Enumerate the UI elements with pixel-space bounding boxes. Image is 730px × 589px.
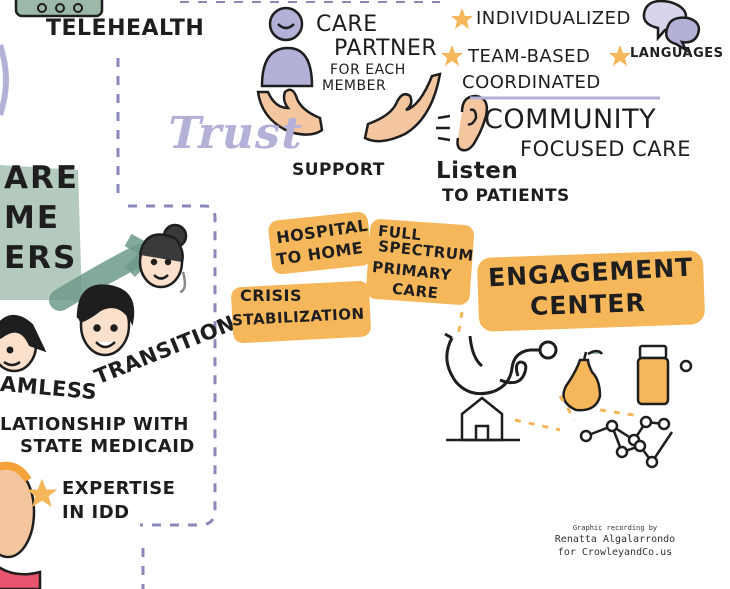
medicine-jar-icon xyxy=(636,344,693,406)
engagement-center-line2: CENTER xyxy=(529,287,647,322)
trust-word: Trust xyxy=(162,108,309,159)
stethoscope-icon xyxy=(444,332,558,396)
care-partner-line4: MEMBER xyxy=(322,78,387,94)
orange-dash-connectors xyxy=(456,311,641,432)
star-icon-team-based xyxy=(441,45,463,66)
coordinated-label: COORDINATED xyxy=(462,72,601,93)
care-partner-line1: CARE xyxy=(316,12,378,37)
star-icon-languages xyxy=(609,45,631,66)
expertise-label-line2: IN IDD xyxy=(62,502,130,523)
lavender-arc-fragment xyxy=(0,44,9,116)
relationship-label-line1: LATIONSHIP WITH xyxy=(0,414,189,435)
telehealth-device-icon xyxy=(14,0,104,18)
crisis-label-line1: CRISIS xyxy=(240,286,303,305)
support-label: SUPPORT xyxy=(292,160,385,180)
person-face-woman-bun xyxy=(138,223,188,294)
to-patients-label: TO PATIENTS xyxy=(442,186,570,206)
person-face-man xyxy=(76,284,135,357)
person-face-girl xyxy=(0,315,47,373)
banner-text-home: ME xyxy=(4,200,61,236)
individualized-label: INDIVIDUALIZED xyxy=(476,8,631,29)
community-label-line2: FOCUSED CARE xyxy=(520,137,691,161)
ear-icon xyxy=(436,94,489,152)
credit-line2: Renatta Algalarrondo xyxy=(554,534,676,545)
speech-bubbles-icon xyxy=(642,0,701,54)
network-icon xyxy=(579,415,674,469)
banner-text-members: ERS xyxy=(4,240,78,276)
care-partner-person-icon xyxy=(260,6,314,88)
telehealth-label: TELEHEALTH xyxy=(46,16,205,41)
languages-label: LANGUAGES xyxy=(630,46,724,61)
support-hands-icon xyxy=(256,72,442,143)
credit-line1: Graphic recording by xyxy=(572,524,658,532)
star-icon-individualized xyxy=(451,8,473,29)
credit-line3: for CrowleyandCo.us xyxy=(557,547,673,558)
care-partner-line3: FOR EACH xyxy=(330,62,406,78)
expertise-label-line1: EXPERTISE xyxy=(62,478,176,499)
dashed-bracket xyxy=(128,204,217,527)
star-icon-expertise xyxy=(26,478,58,508)
care-partner-line2: PARTNER xyxy=(334,36,438,61)
listen-label: Listen xyxy=(436,158,519,184)
relationship-label-line2: STATE MEDICAID xyxy=(20,436,195,457)
person-face-orange-headband xyxy=(0,461,42,589)
banner-text-care: ARE xyxy=(4,160,80,196)
pear-icon xyxy=(562,349,604,412)
house-icon xyxy=(446,396,520,442)
community-label-line1: COMMUNITY xyxy=(484,104,657,135)
team-based-label: TEAM-BASED xyxy=(468,46,591,67)
